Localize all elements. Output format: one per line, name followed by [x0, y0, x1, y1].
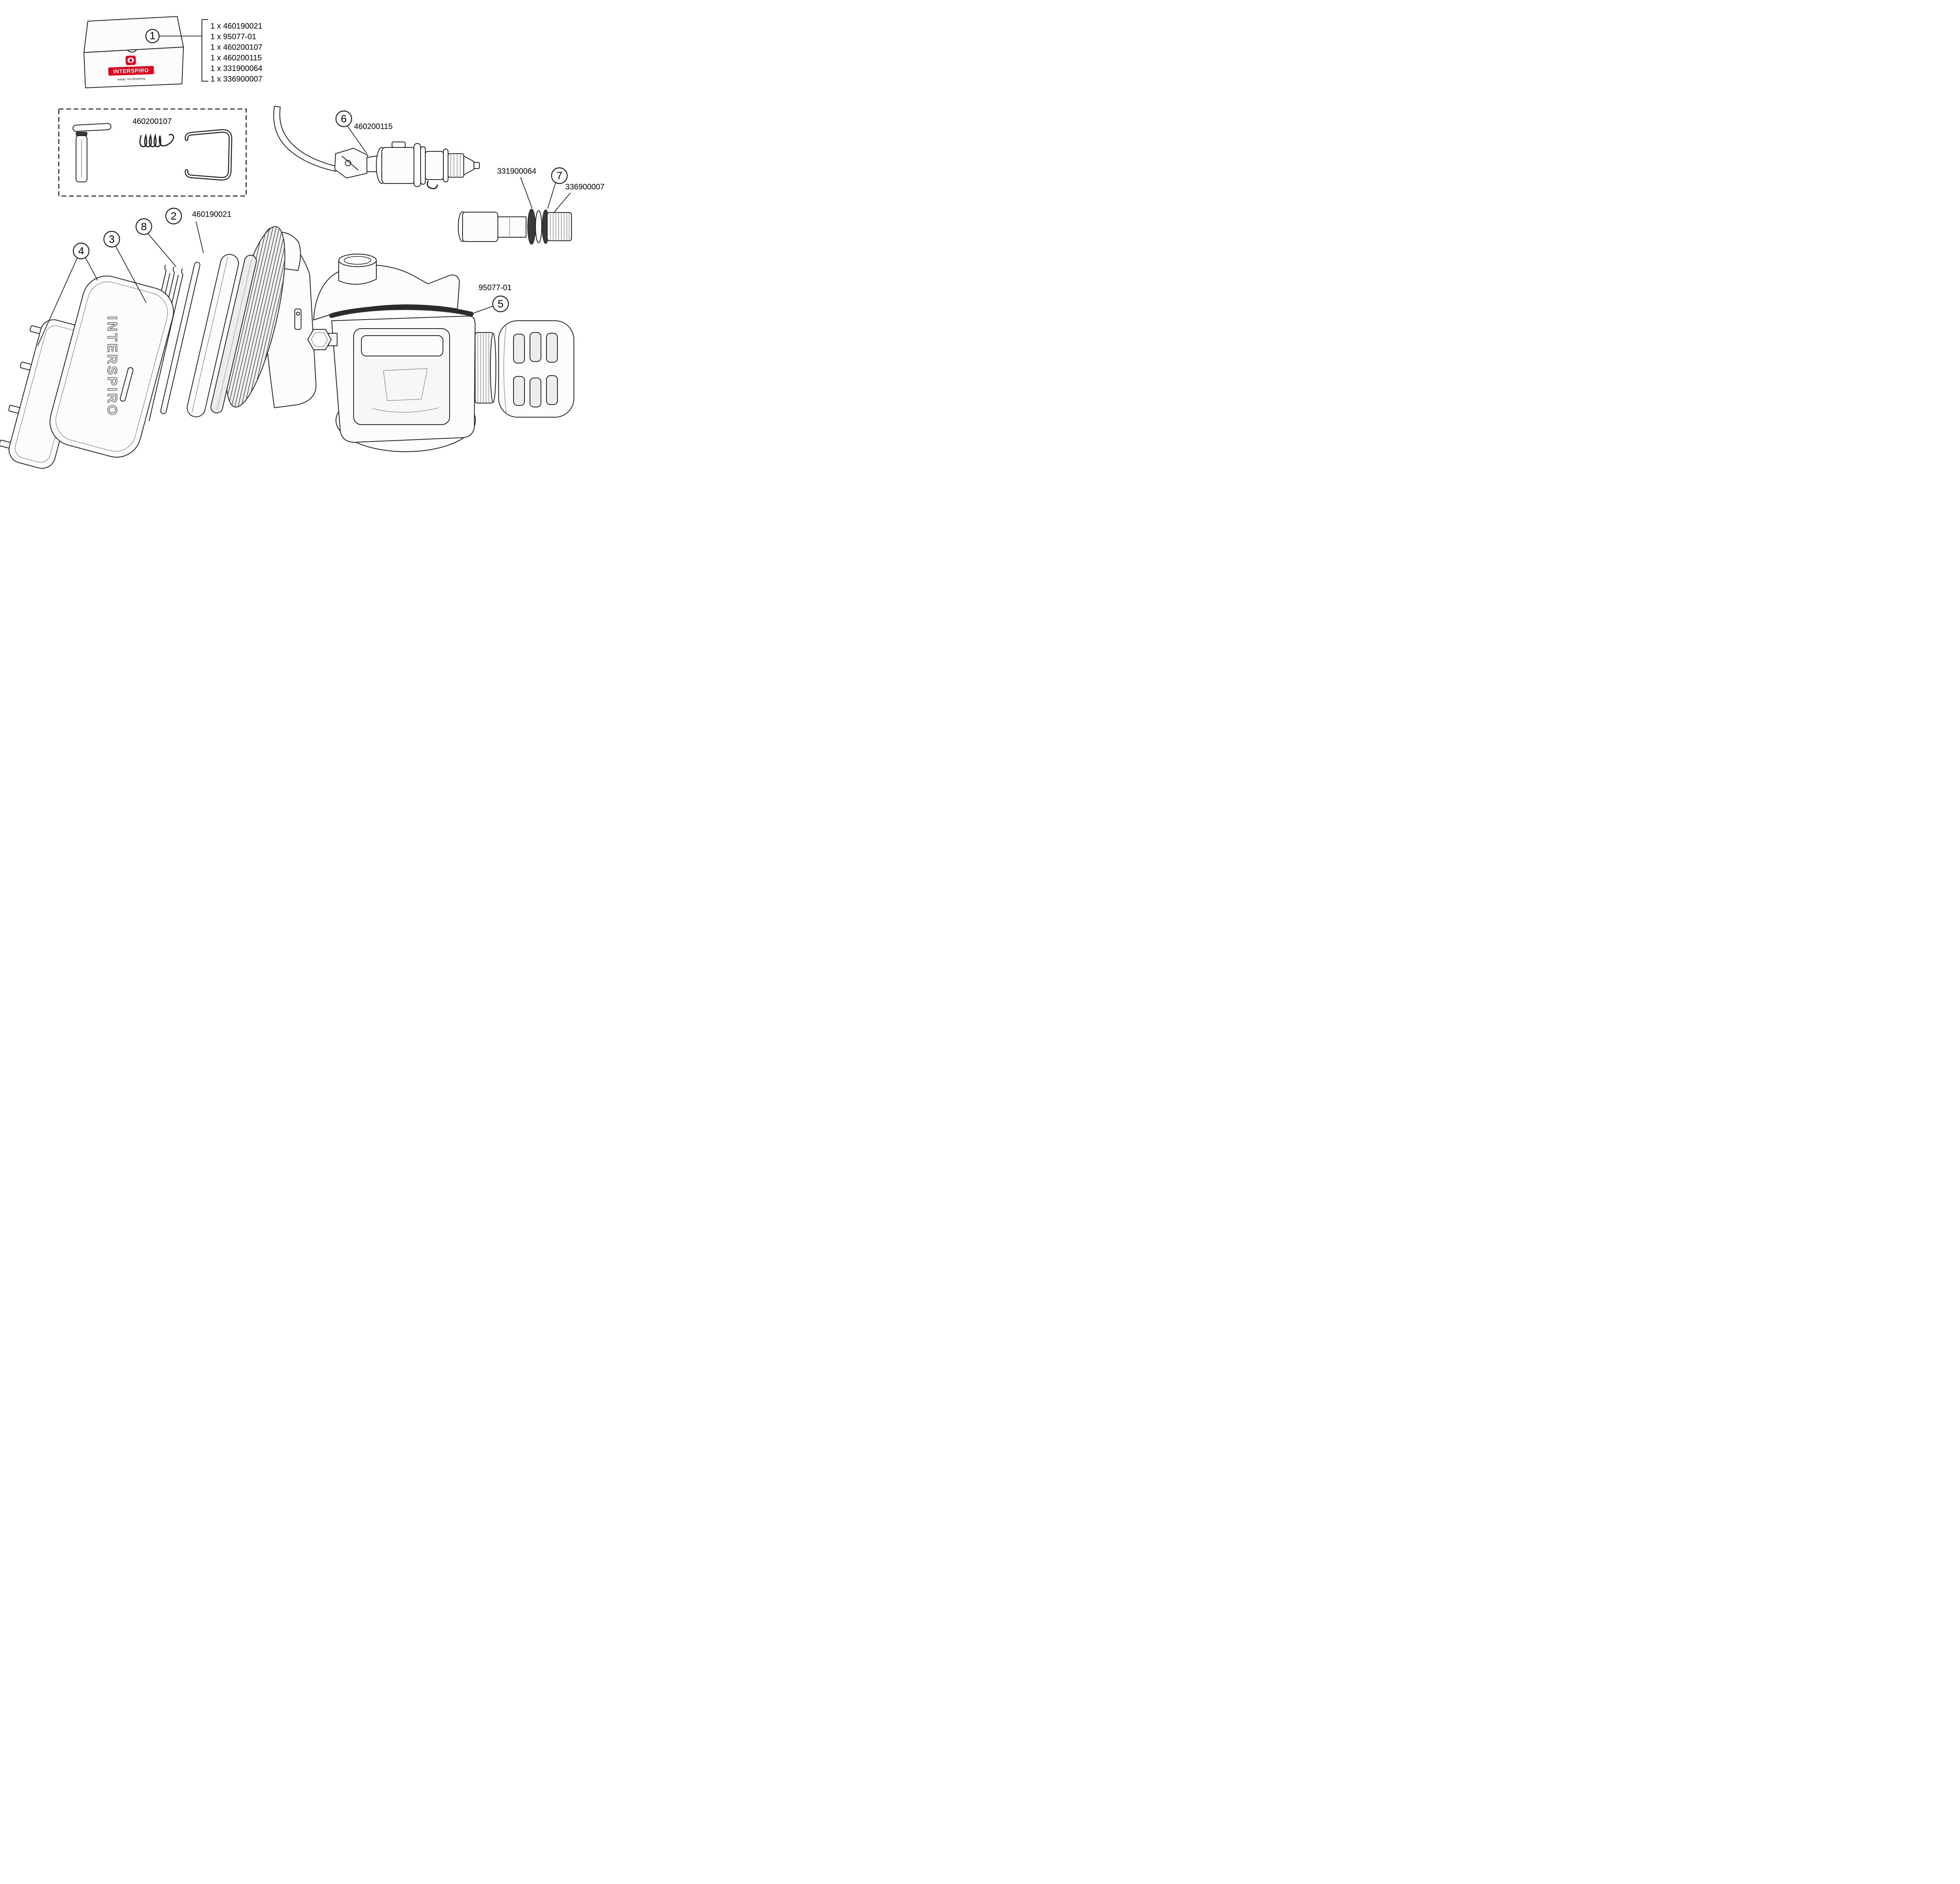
packaging-box: INTERSPIRO Keeps You Breathing: [83, 16, 184, 88]
cover-brand-text: INTERSPIRO: [105, 316, 120, 417]
callout-1-number: 1: [149, 30, 155, 42]
diaphragm-plate: [211, 254, 257, 414]
callout-8-number: 8: [141, 221, 147, 233]
housing-oring-label: 95077-01: [479, 283, 512, 292]
housing-oring: [329, 305, 474, 318]
kit-label: 460200107: [132, 117, 172, 126]
logo-banner: [108, 66, 154, 76]
callout-2: [165, 207, 182, 225]
cover-lid: INTERSPIRO: [49, 275, 174, 458]
stack-callouts: 2 460190021 8 3 4: [37, 207, 231, 346]
oring-callout: 95077-01 5: [473, 283, 512, 314]
flat-strip: [160, 262, 200, 414]
housing-assembly: [307, 254, 574, 452]
parts-list-item: 1 x 95077-01: [211, 33, 256, 41]
callout-4: [73, 242, 90, 260]
adapter-oring: [527, 209, 536, 245]
adapter-thread-label: 336900007: [565, 183, 604, 191]
valve-callout: 6 460200115: [335, 110, 393, 154]
parts-list-item: 1 x 460200107: [211, 43, 262, 52]
threaded-boss: [475, 332, 496, 403]
callout-7-number: 7: [556, 170, 562, 182]
logo-tagline: Keeps You Breathing: [118, 77, 145, 81]
latch: [294, 309, 301, 330]
end-cap: [498, 320, 574, 418]
box-contents-list: 1 1 x 460190021 1 x 95077-01 1 x 4602001…: [145, 19, 262, 84]
kit-pin: [73, 123, 111, 182]
adapter-ring-label: 331900064: [497, 167, 536, 176]
kit-clip: [185, 129, 232, 181]
callout-5-number: 5: [497, 298, 503, 310]
diagram-canvas: INTERSPIRO Keeps You Breathing 1 1 x 460…: [0, 16, 604, 469]
callout-3-number: 3: [109, 233, 114, 245]
kit-spring: [139, 133, 174, 147]
housing-grip: [361, 335, 443, 356]
callout-1: [145, 29, 160, 44]
hex-port: [307, 329, 338, 350]
diaphragm-disc: [187, 254, 239, 418]
housing-dome: [313, 264, 460, 320]
adapter-assembly: [458, 209, 572, 245]
diaphragm-label: 460190021: [192, 210, 231, 219]
callout-4-number: 4: [78, 245, 84, 257]
interspiro-logo: INTERSPIRO Keeps You Breathing: [108, 55, 154, 81]
parts-list-item: 1 x 460200115: [211, 54, 262, 62]
callout-6: [335, 110, 352, 127]
callout-3: [103, 231, 120, 248]
valve-assembly: [273, 106, 480, 189]
logo-name: INTERSPIRO: [113, 67, 149, 74]
valve-label: 460200115: [354, 122, 393, 131]
callout-6-number: 6: [341, 113, 347, 125]
callout-7: [551, 167, 568, 184]
exploded-parts-diagram: INTERSPIRO Keeps You Breathing 1 1 x 460…: [0, 0, 630, 471]
callout-5: [492, 295, 509, 312]
diaphragm-stack: [132, 222, 317, 421]
callout-2-number: 2: [171, 210, 176, 222]
parts-list-item: 1 x 331900064: [211, 64, 262, 73]
callout-8: [135, 218, 152, 235]
housing-stub: [338, 254, 377, 285]
parts-list-item: 1 x 336900007: [211, 75, 262, 84]
service-kit-box: 460200107: [58, 108, 247, 197]
parts-list-item: 1 x 460190021: [211, 22, 262, 31]
adapter-callouts: 331900064 7 336900007: [497, 167, 604, 213]
